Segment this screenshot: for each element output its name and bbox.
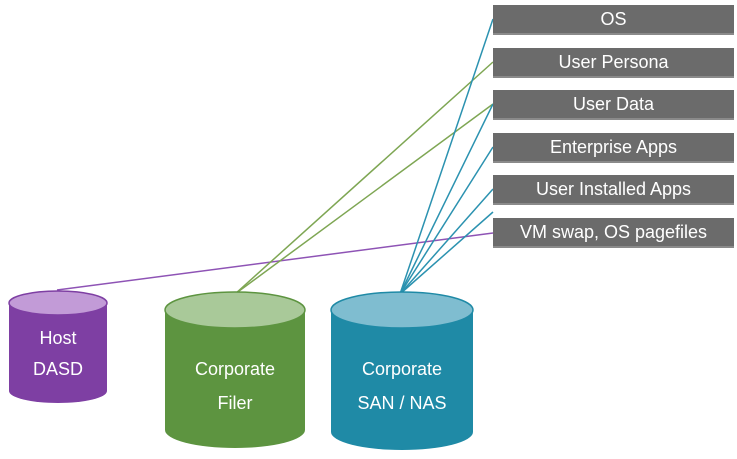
connector-enterprise-san (399, 146, 494, 295)
host-dasd-text: Host DASD (9, 323, 107, 385)
filer-line2: Filer (217, 393, 253, 413)
host-line1: Host (39, 328, 77, 348)
san-text: Corporate SAN / NAS (331, 352, 473, 420)
connector-os-san (399, 18, 494, 295)
filer-text: Corporate Filer (165, 352, 305, 420)
cylinder-corporate-san-nas (330, 291, 474, 450)
connector-data-san (399, 103, 494, 295)
connector-installed-san (399, 188, 494, 295)
label-user-data: User Data (493, 90, 734, 120)
connector-vmswap-host (56, 232, 494, 291)
label-user-persona: User Persona (493, 48, 734, 78)
label-vm-swap: VM swap, OS pagefiles (493, 218, 734, 248)
cylinder-corporate-filer (164, 291, 306, 448)
connector-data-filer (234, 103, 494, 295)
connectors (56, 18, 494, 295)
filer-line1: Corporate (194, 359, 276, 379)
connector-vmswap-san (399, 211, 494, 295)
san-line1: Corporate (361, 359, 443, 379)
connector-persona-filer (234, 61, 494, 295)
cylinder-host-dasd (8, 290, 108, 403)
label-user-installed-apps: User Installed Apps (493, 175, 734, 205)
san-line2: SAN / NAS (357, 393, 447, 413)
host-line2: DASD (32, 359, 83, 379)
label-os: OS (493, 5, 734, 35)
label-enterprise-apps: Enterprise Apps (493, 133, 734, 163)
